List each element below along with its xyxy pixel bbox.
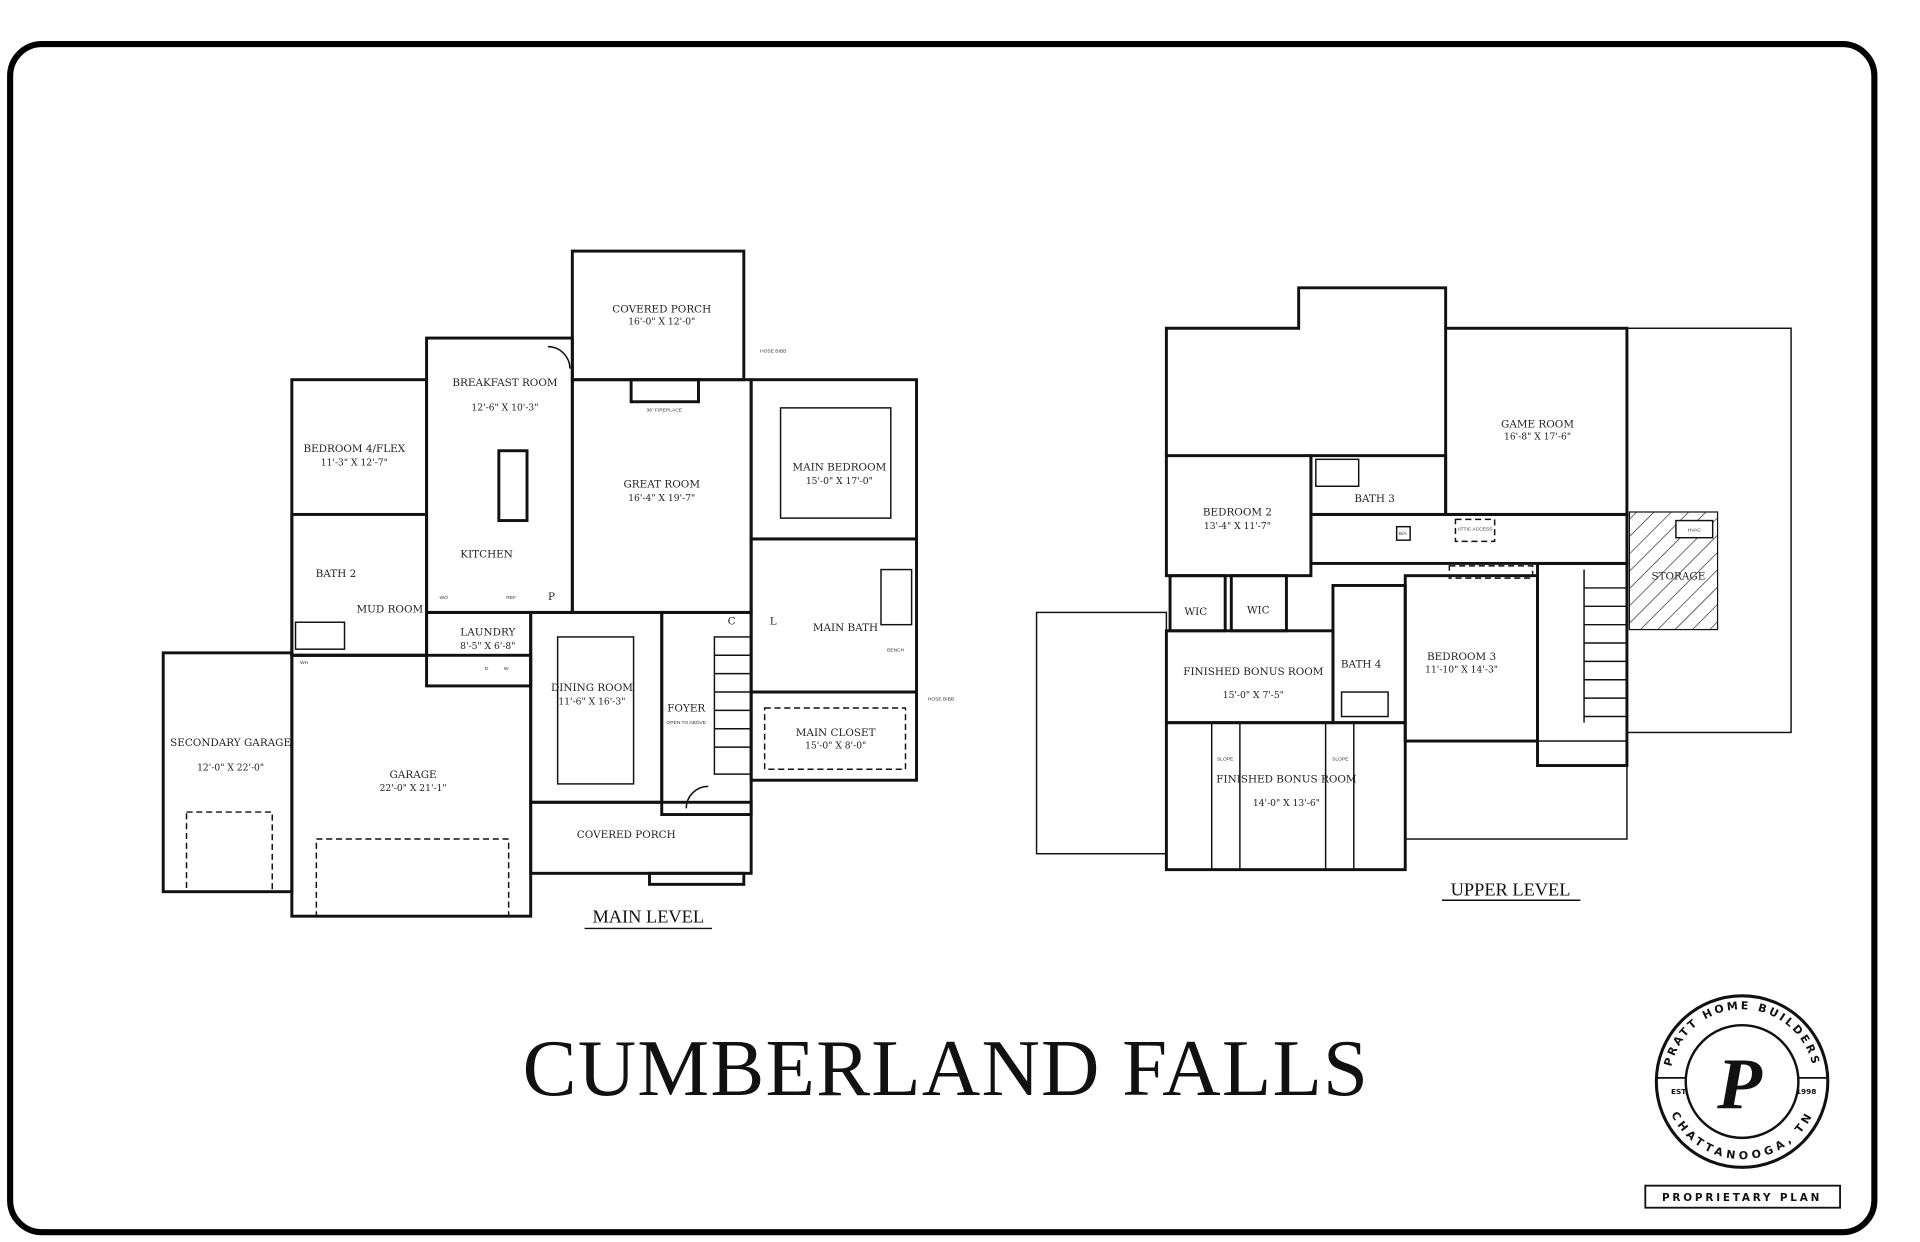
- annotation: HOSE BIBB: [928, 697, 954, 703]
- annotation: WH: [300, 660, 309, 666]
- room-dims: 11'-3" X 12'-7": [321, 457, 388, 468]
- kitchen-island: [497, 449, 529, 523]
- room-note: OPEN TO ABOVE: [666, 720, 706, 726]
- main-level-plan: COVERED PORCH 16'-0" X 12'-0" BREAKFAST …: [161, 249, 954, 930]
- room-label: KITCHEN: [460, 548, 513, 560]
- room-label: WIC: [1184, 606, 1207, 618]
- room-dims: 8'-5" X 6'-8": [460, 641, 515, 652]
- room-dims: 11'-6" X 16'-3": [558, 696, 625, 707]
- room-dims: 14'-0" X 13'-6": [1253, 798, 1320, 809]
- logo-letter: P: [1716, 1043, 1763, 1124]
- room-label: BATH 2: [316, 568, 357, 580]
- room-dims: 22'-0" X 21'-1": [380, 783, 447, 794]
- room-label: WIC: [1247, 605, 1270, 617]
- annotation: HOSE BIBB: [760, 349, 786, 355]
- logo-year: 1998: [1796, 1087, 1816, 1096]
- room-label: BREAKFAST ROOM: [452, 377, 557, 389]
- annotation: BENCH: [887, 648, 905, 654]
- annotation: SLOPE: [1332, 757, 1349, 763]
- room-label: MAIN BEDROOM: [792, 461, 886, 473]
- room-label: STORAGE: [1651, 570, 1705, 582]
- annotation: W: [504, 666, 509, 672]
- upper-level-plan: GAME ROOM 16'-8" X 17'-6" BEDROOM 2 13'-…: [1035, 286, 1792, 902]
- room-label: BEDROOM 3: [1427, 651, 1496, 663]
- room-label: FINISHED BONUS ROOM: [1216, 774, 1357, 786]
- logo-est: EST.: [1671, 1087, 1688, 1096]
- room-label: GARAGE: [390, 769, 437, 781]
- annotation: D: [485, 666, 489, 672]
- room-dims: 15'-0" X 8'-0": [805, 740, 866, 751]
- room-label: GREAT ROOM: [623, 478, 700, 490]
- fireplace: [629, 378, 700, 404]
- room-dims: 16'-0" X 12'-0": [628, 317, 695, 328]
- stairs: [714, 654, 752, 748]
- annotation: L: [770, 616, 777, 628]
- room-label: SECONDARY GARAGE: [170, 737, 291, 749]
- room-dims: 12'-6" X 10'-3": [471, 402, 538, 413]
- room-label: BATH 4: [1341, 659, 1382, 671]
- annotation: B/A: [1399, 531, 1408, 537]
- room-label: BEDROOM 4/FLEX: [303, 443, 405, 455]
- annotation: C: [728, 616, 736, 628]
- room-dims: 15'-0" X 17'-0": [806, 476, 873, 487]
- upper-stairs: [1583, 569, 1627, 723]
- room-dims: 15'-0" X 7'-5": [1223, 690, 1284, 701]
- annotation: ATTIC ACCESS: [1458, 526, 1494, 532]
- annotation: HVAC: [1688, 528, 1702, 534]
- room-dims: 11'-10" X 14'-3": [1425, 664, 1498, 675]
- main-level-label: MAIN LEVEL: [592, 906, 704, 926]
- pratt-home-builders-logo: PRATT HOME BUILDERS CHATTANOOGA, TN EST.…: [1654, 994, 1830, 1169]
- room-label: MAIN BATH: [813, 622, 878, 634]
- room-label: BEDROOM 2: [1203, 507, 1272, 519]
- room-label: COVERED PORCH: [577, 829, 676, 841]
- room-dims: 12'-0" X 22'-0": [197, 762, 264, 773]
- proprietary-plan-badge: PROPRIETARY PLAN: [1662, 1192, 1822, 1204]
- room-label: FINISHED BONUS ROOM: [1183, 666, 1324, 678]
- annotation: SLOPE: [1217, 757, 1234, 763]
- room-label: BATH 3: [1354, 493, 1395, 505]
- annotation: P: [548, 591, 555, 603]
- room-dims: 13'-4" X 11'-7": [1204, 521, 1271, 532]
- room-label: GAME ROOM: [1501, 418, 1574, 430]
- plan-title: CUMBERLAND FALLS: [523, 1024, 1370, 1113]
- room-dims: 16'-4" X 19'-7": [628, 493, 695, 504]
- sheet-border: [7, 41, 1878, 1236]
- room-label: MUD ROOM: [357, 603, 424, 615]
- room-label: LAUNDRY: [460, 627, 515, 639]
- room-label: COVERED PORCH: [612, 303, 711, 315]
- upper-level-label: UPPER LEVEL: [1451, 879, 1571, 899]
- room-label: FOYER: [667, 703, 706, 715]
- room-dims: 16'-8" X 17'-6": [1504, 432, 1571, 443]
- annotation: WO: [440, 595, 449, 601]
- room-label: MAIN CLOSET: [796, 727, 876, 739]
- annotation: 36" FIREPLACE: [646, 408, 682, 414]
- annotation: REF: [506, 595, 516, 601]
- room-label: DINING ROOM: [551, 682, 633, 694]
